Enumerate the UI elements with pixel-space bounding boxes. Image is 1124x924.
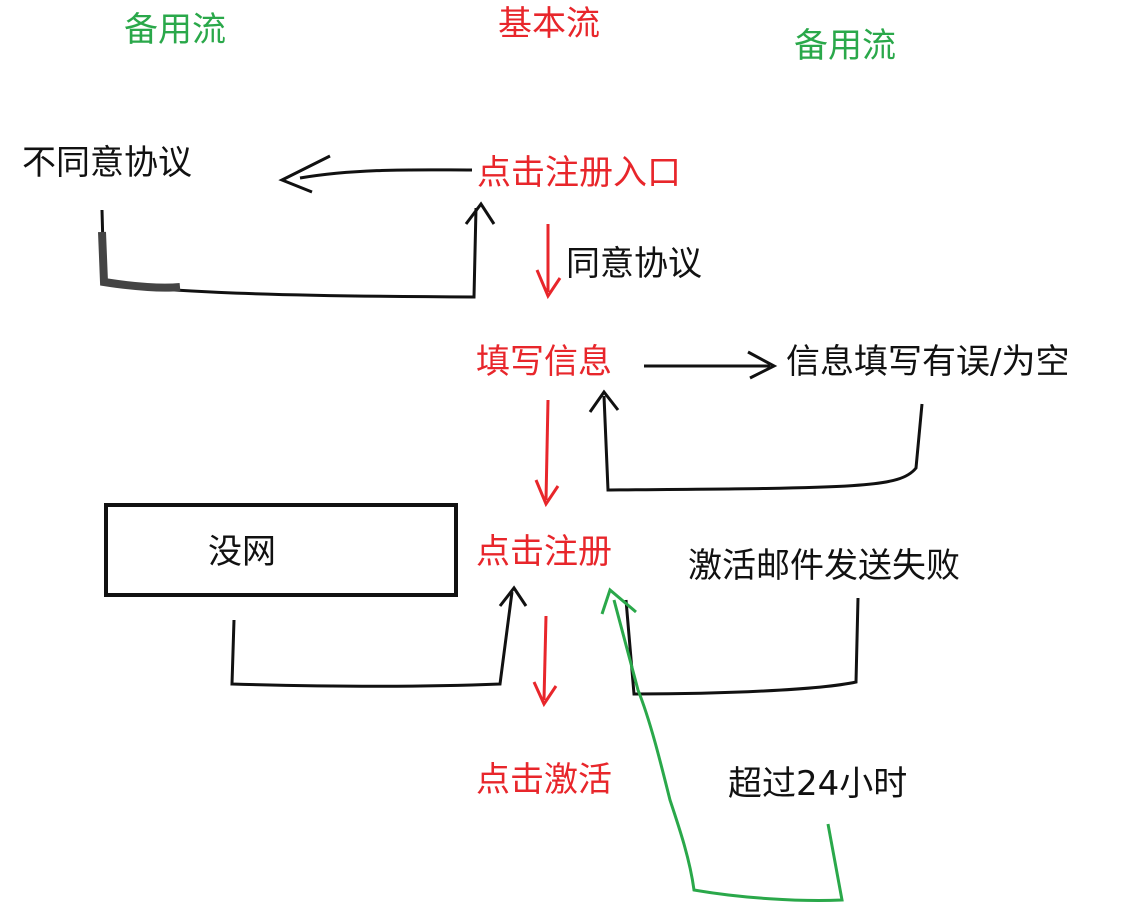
return-from-disagree-shadow: [98, 231, 181, 292]
step-click-activate: 点击激活: [476, 760, 612, 800]
return-from-info-error-head: [588, 389, 620, 413]
alt-no-network: 没网: [208, 532, 276, 572]
return-from-info-error: [602, 395, 924, 492]
alt-disagree-protocol: 不同意协议: [22, 143, 192, 183]
arrow-register-to-activate-head: [532, 681, 558, 708]
arrow-fill-to-register-head: [534, 479, 560, 508]
header-alternate-left: 备用流: [124, 10, 226, 50]
return-from-mail-failed: [624, 597, 860, 696]
alt-info-error: 信息填写有误/为空: [786, 342, 1070, 382]
arrow-entry-to-fill-head: [535, 269, 562, 300]
alt-activation-mail-failed: 激活邮件发送失败: [688, 546, 960, 586]
arrow-to-disagree: [299, 168, 473, 180]
return-from-no-network: [230, 591, 514, 688]
arrow-to-disagree-head: [278, 154, 331, 194]
return-from-disagree-head: [464, 201, 496, 225]
label-agree-protocol: 同意协议: [566, 244, 702, 284]
header-alternate-right: 备用流: [794, 26, 896, 66]
return-from-timeout: [612, 599, 844, 903]
alt-over-24-hours: 超过24小时: [728, 764, 908, 804]
header-basic: 基本流: [498, 4, 600, 44]
return-from-timeout-head: [600, 587, 637, 615]
return-from-no-network-head: [498, 585, 528, 607]
step-click-register-entry: 点击注册入口: [477, 153, 681, 193]
arrow-register-to-activate: [542, 615, 548, 701]
step-click-register: 点击注册: [476, 532, 612, 572]
no-network-box: [104, 503, 458, 597]
step-fill-info: 填写信息: [476, 342, 612, 382]
arrow-to-info-error-head: [747, 350, 778, 380]
arrow-fill-to-register: [544, 399, 550, 501]
